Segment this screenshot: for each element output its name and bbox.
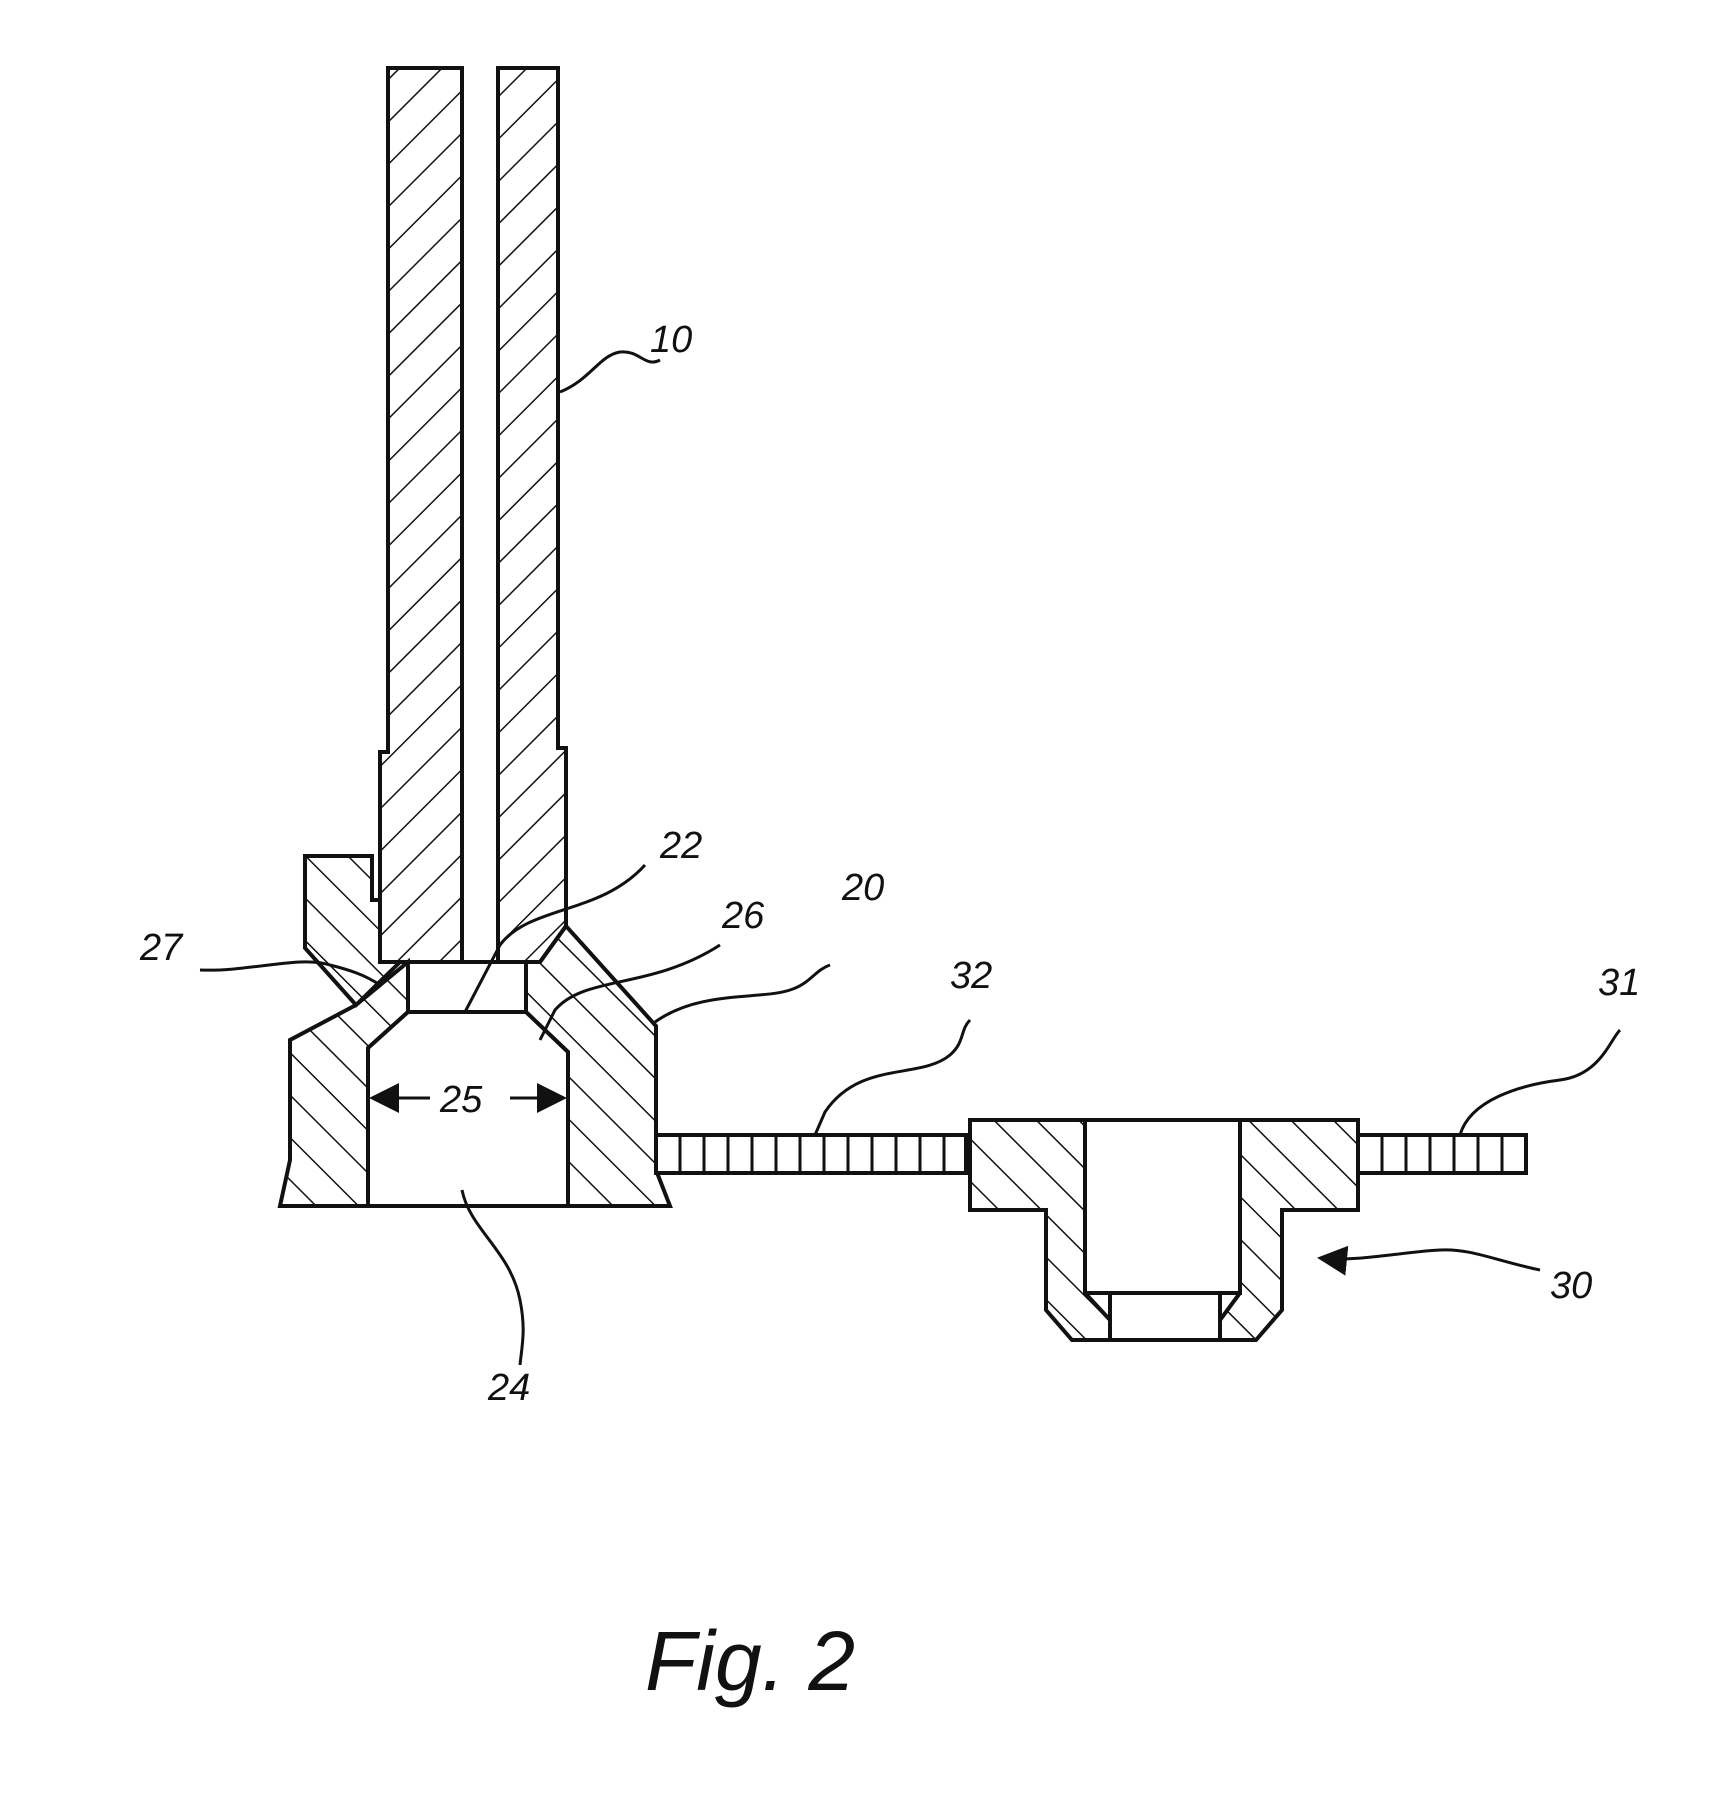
label-25: 25 <box>439 1079 483 1121</box>
seat-pocket <box>408 962 526 1012</box>
label-32: 32 <box>950 955 992 997</box>
leader-24 <box>462 1190 523 1365</box>
label-30: 30 <box>1550 1265 1592 1307</box>
tube-part <box>380 68 566 962</box>
leader-32 <box>815 1020 970 1135</box>
figure-caption: Fig. 2 <box>645 1614 855 1708</box>
label-20: 20 <box>841 867 884 909</box>
leader-31 <box>1460 1030 1620 1135</box>
tube-wall-left <box>380 68 462 962</box>
leader-20 <box>655 965 830 1022</box>
fitting-body <box>280 856 670 1206</box>
strip-left <box>656 1135 966 1173</box>
label-24: 24 <box>487 1367 530 1409</box>
label-22: 22 <box>659 825 702 867</box>
leader-30 <box>1320 1250 1540 1270</box>
insert-bore <box>1085 1120 1240 1293</box>
leader-10 <box>560 352 660 392</box>
label-26: 26 <box>721 895 765 937</box>
label-27: 27 <box>139 927 184 969</box>
insert-neck <box>1110 1293 1220 1340</box>
tube-wall-right <box>498 68 566 962</box>
label-31: 31 <box>1598 962 1640 1004</box>
strip-right <box>1358 1135 1526 1173</box>
label-10: 10 <box>650 319 692 361</box>
ring-insert <box>970 1120 1358 1340</box>
